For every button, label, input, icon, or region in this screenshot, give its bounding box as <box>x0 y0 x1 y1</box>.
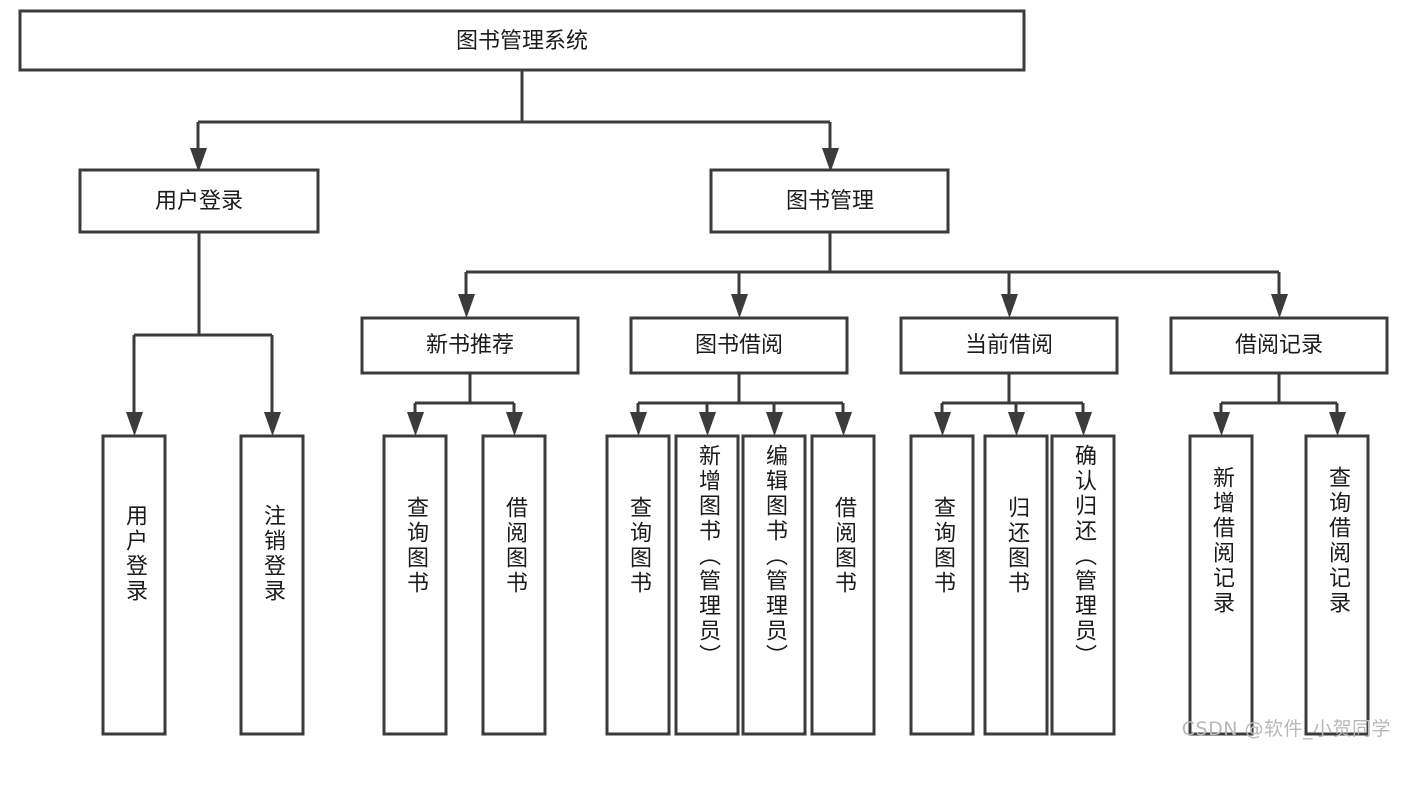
tree-diagram-svg: 图书管理系统 用户登录 图书管理 新书推荐 图书借阅 <box>18 9 1389 736</box>
arrowhead-leaf-borrow-book-recommend <box>506 412 523 436</box>
csdn-watermark: CSDN @软件_小贺同学 <box>1181 718 1391 740</box>
node-book-management[interactable]: 图书管理 <box>709 168 950 234</box>
node-user-login-rect[interactable] <box>78 168 320 234</box>
node-leaf-query-book-recommend-rect[interactable] <box>382 434 448 736</box>
arrowhead-leaf-query-book-current <box>934 412 951 436</box>
node-root-label: 图书管理系统 <box>456 29 588 54</box>
node-leaf-query-book-current-rect[interactable] <box>909 434 975 736</box>
node-new-book-recommend[interactable]: 新书推荐 <box>360 316 580 375</box>
node-user-login[interactable]: 用户登录 <box>78 168 320 234</box>
node-book-borrow[interactable]: 图书借阅 <box>629 316 849 375</box>
node-leaf-edit-book-admin-rect[interactable] <box>741 434 807 736</box>
node-leaf-borrow-book-recommend-rect[interactable] <box>481 434 547 736</box>
node-leaf-confirm-return-admin-rect[interactable] <box>1050 434 1116 736</box>
arrowhead-leaf-edit-book-admin <box>766 412 783 436</box>
node-book-borrow-label: 图书借阅 <box>695 333 783 358</box>
arrowhead-leaf-add-book-admin <box>699 412 716 436</box>
node-leaf-add-book-admin-rect[interactable] <box>674 434 740 736</box>
arrowhead-user-login <box>190 148 207 172</box>
node-book-management-label: 图书管理 <box>786 189 874 214</box>
node-borrow-record-rect[interactable] <box>1169 316 1389 375</box>
node-current-borrow-label: 当前借阅 <box>965 333 1053 358</box>
node-layer: 图书管理系统 用户登录 图书管理 新书推荐 图书借阅 <box>18 9 1389 736</box>
node-leaf-user-logout-rect[interactable] <box>239 434 305 736</box>
node-leaf-query-borrow-record-rect[interactable] <box>1304 434 1370 736</box>
arrowhead-leaf-query-book-borrow <box>630 412 647 436</box>
node-user-login-label: 用户登录 <box>155 189 243 214</box>
arrowhead-leaf-query-borrow-record <box>1329 412 1346 436</box>
node-book-borrow-rect[interactable] <box>629 316 849 375</box>
node-leaf-return-book-rect[interactable] <box>983 434 1049 736</box>
arrowhead-leaf-confirm-return-admin <box>1075 412 1092 436</box>
node-borrow-record[interactable]: 借阅记录 <box>1169 316 1389 375</box>
node-new-book-recommend-rect[interactable] <box>360 316 580 375</box>
node-current-borrow[interactable]: 当前借阅 <box>899 316 1119 375</box>
arrowhead-current-borrow <box>1001 294 1018 318</box>
node-leaf-query-book-borrow-rect[interactable] <box>605 434 671 736</box>
arrowhead-borrow-record <box>1271 294 1288 318</box>
node-new-book-recommend-label: 新书推荐 <box>426 333 514 358</box>
node-leaf-user-login-rect[interactable] <box>101 434 167 736</box>
arrowhead-leaf-query-book-recommend <box>407 412 424 436</box>
arrowhead-leaf-user-login <box>126 412 143 436</box>
node-root-rect[interactable] <box>18 9 1026 72</box>
arrowhead-leaf-return-book <box>1008 412 1025 436</box>
arrowhead-leaf-borrow-book-borrow <box>835 412 852 436</box>
node-leaf-add-borrow-record-rect[interactable] <box>1188 434 1254 736</box>
node-book-management-rect[interactable] <box>709 168 950 234</box>
node-root[interactable]: 图书管理系统 <box>18 9 1026 72</box>
node-borrow-record-label: 借阅记录 <box>1235 333 1323 358</box>
flowchart-canvas: 图书管理系统 用户登录 图书管理 新书推荐 图书借阅 <box>18 9 1391 740</box>
arrowhead-layer <box>126 148 1346 436</box>
node-current-borrow-rect[interactable] <box>899 316 1119 375</box>
arrowhead-leaf-user-logout <box>264 412 281 436</box>
arrowhead-leaf-add-borrow-record <box>1213 412 1230 436</box>
arrowhead-book-management <box>822 148 839 172</box>
arrowhead-new-book <box>458 294 475 318</box>
arrowhead-book-borrow <box>731 294 748 318</box>
node-leaf-borrow-book-borrow-rect[interactable] <box>810 434 876 736</box>
